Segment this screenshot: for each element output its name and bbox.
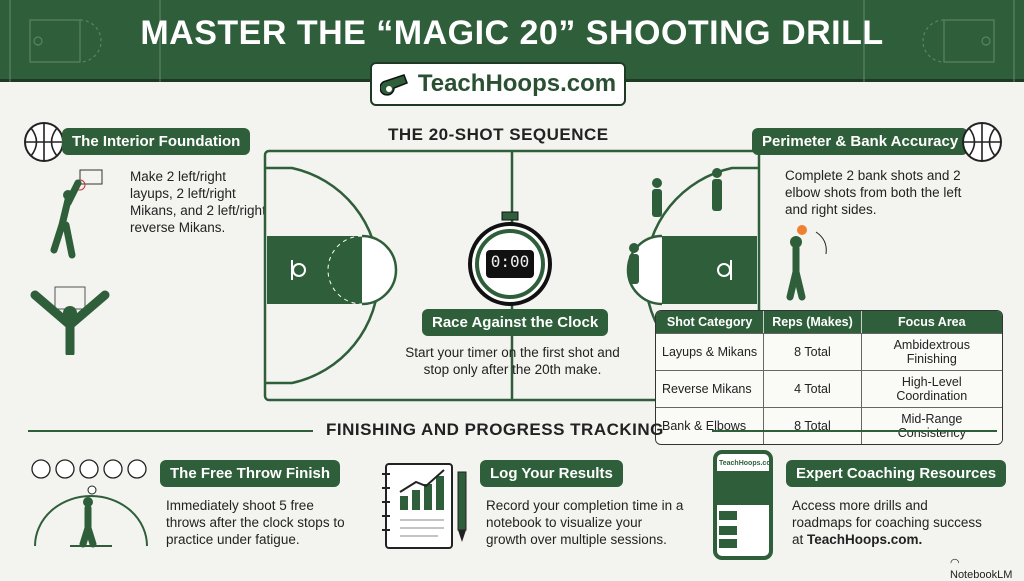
table-cell: High-Level Coordination: [861, 370, 1002, 407]
divider: [712, 430, 997, 432]
teachhoops-logo[interactable]: TeachHoops.com: [370, 62, 626, 106]
notebooklm-badge: ◠ NotebookLM: [950, 556, 1024, 581]
court-lines-decoration: [9, 0, 1015, 82]
stopwatch-icon: [468, 211, 552, 306]
notebook-chart-icon: [382, 463, 467, 549]
table-cell: 4 Total: [764, 370, 862, 407]
table-cell: Reverse Mikans: [656, 370, 765, 407]
shooter-illustration: [786, 225, 827, 301]
defending-player-illustration: [30, 286, 110, 355]
logo-text: TeachHoops.com: [417, 70, 617, 97]
table-cell: Mid-Range Consistency: [861, 407, 1002, 444]
whistle-icon: [379, 74, 408, 96]
free-throw-title: The Free Throw Finish: [160, 460, 341, 487]
table-cell: 8 Total: [764, 407, 862, 444]
phone-mockup: TeachHoops.com: [713, 450, 773, 560]
finishing-title: FINISHING AND PROGRESS TRACKING: [326, 420, 664, 439]
teachhoops-link[interactable]: TeachHoops.com.: [807, 532, 923, 547]
sequence-title: THE 20-SHOT SEQUENCE: [388, 125, 609, 144]
free-throw-illustration: [31, 459, 148, 548]
table-header: Reps (Makes): [764, 311, 862, 333]
log-title: Log Your Results: [480, 460, 623, 487]
expert-text-body: Access more drills and roadmaps for coac…: [792, 498, 982, 547]
layup-player-illustration: [50, 169, 103, 259]
basketball-icon: [24, 122, 64, 162]
table-cell: Bank & Elbows: [656, 407, 765, 444]
perimeter-text: Complete 2 bank shots and 2 elbow shots …: [785, 168, 962, 217]
table-cell: 8 Total: [764, 333, 862, 370]
interior-text: Make 2 left/right layups, 2 left/right M…: [130, 169, 266, 235]
clock-display: 0:00: [490, 252, 530, 271]
phone-brand: TeachHoops.com: [719, 460, 773, 467]
table-header: Shot Category: [656, 311, 765, 333]
race-title: Race Against the Clock: [422, 309, 609, 336]
divider: [28, 430, 313, 432]
race-text: Start your timer on the first shot and s…: [405, 345, 620, 377]
table-header: Focus Area: [861, 311, 1002, 333]
log-text: Record your completion time in a noteboo…: [486, 498, 684, 547]
table-cell: Ambidextrous Finishing: [861, 333, 1002, 370]
notebooklm-label: NotebookLM: [950, 569, 1013, 581]
expert-title: Expert Coaching Resources: [786, 460, 1007, 487]
perimeter-title: Perimeter & Bank Accuracy: [752, 128, 969, 155]
interior-title: The Interior Foundation: [62, 128, 251, 155]
basketball-icon: [962, 122, 1002, 162]
notebooklm-icon: ◠: [950, 557, 960, 569]
expert-text: Access more drills and roadmaps for coac…: [792, 497, 982, 548]
page-title: MASTER THE “MAGIC 20” SHOOTING DRILL: [140, 14, 884, 52]
table-cell: Layups & Mikans: [656, 333, 765, 370]
free-throw-text: Immediately shoot 5 free throws after th…: [166, 498, 345, 547]
